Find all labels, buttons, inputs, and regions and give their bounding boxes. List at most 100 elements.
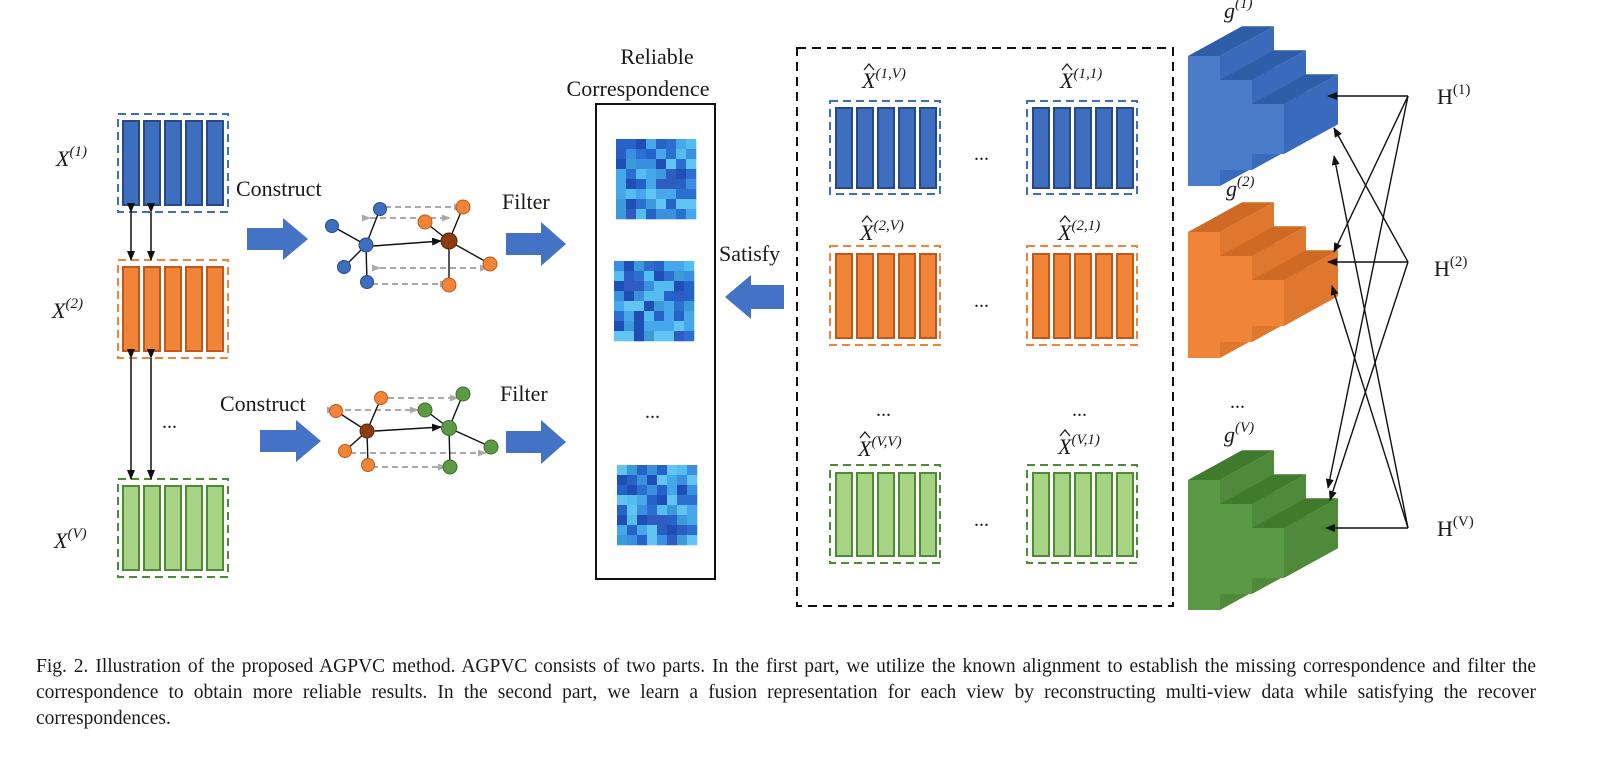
- heatmap-cell: [684, 271, 695, 282]
- decoder-layer-face: [1284, 498, 1338, 578]
- heatmap-cell: [676, 149, 687, 160]
- heatmap-cell: [687, 465, 698, 476]
- heatmap-cell: [654, 311, 665, 322]
- heatmap-cell: [627, 475, 638, 486]
- heatmap-cell: [616, 179, 627, 190]
- heatmap-cell: [614, 281, 625, 292]
- heatmap-cell: [646, 149, 657, 160]
- heatmap-cell: [667, 485, 678, 496]
- heatmap-cell: [667, 525, 678, 536]
- recon-block-2-v: [829, 245, 941, 346]
- heatmap-cell: [684, 331, 695, 342]
- heatmap-cell: [656, 199, 667, 210]
- latent-h2-label: H(2): [1434, 254, 1467, 281]
- decoder-layer-face: [1220, 504, 1252, 594]
- decoder-layer-face: [1252, 104, 1284, 154]
- decoder-ellipsis: ...: [1230, 391, 1245, 413]
- heatmap-cell: [636, 169, 647, 180]
- latent-arrows: [1325, 92, 1409, 532]
- recon-row1-ellipsis: ...: [974, 143, 989, 165]
- heatmap-cell: [646, 179, 657, 190]
- decoder-stack-v: [1188, 450, 1338, 610]
- heatmap-cell: [684, 281, 695, 292]
- heatmap-cell: [614, 311, 625, 322]
- decoder-layer-face: [1220, 226, 1306, 256]
- figure-caption: Fig. 2. Illustration of the proposed AGP…: [36, 656, 1536, 729]
- heatmap-cell: [664, 271, 675, 282]
- heatmap-cell: [666, 189, 677, 200]
- heatmap-cell: [686, 189, 697, 200]
- heatmap-cell: [667, 515, 678, 526]
- heatmap-cell: [654, 261, 665, 272]
- heatmap-cell: [654, 271, 665, 282]
- heatmap-cell: [654, 331, 665, 342]
- heatmap-cell: [634, 301, 645, 312]
- heatmap-cell: [624, 311, 635, 322]
- heatmap-cell: [667, 475, 678, 486]
- heatmap-cell: [614, 271, 625, 282]
- heatmap-cell: [684, 261, 695, 272]
- heatmap-cell: [664, 281, 675, 292]
- graph-bottom: [327, 386, 499, 475]
- alignment-arrows: [127, 203, 155, 480]
- heatmap-cell: [644, 331, 655, 342]
- heatmap-cell: [677, 465, 688, 476]
- heatmap-cell: [637, 485, 648, 496]
- heatmap-cell: [627, 535, 638, 546]
- heatmap-cell: [624, 331, 635, 342]
- heatmap-cell: [674, 311, 685, 322]
- decoder-layer-face: [1252, 528, 1284, 578]
- heatmap-cell: [617, 495, 628, 506]
- heatmap-cell: [637, 525, 648, 536]
- heatmap-cell: [657, 495, 668, 506]
- heatmap-cell: [654, 321, 665, 332]
- heatmap-cell: [634, 291, 645, 302]
- heatmap-cell: [677, 515, 688, 526]
- heatmap-cell: [634, 271, 645, 282]
- heatmap-cell: [637, 475, 648, 486]
- heatmap-cell: [687, 475, 698, 486]
- heatmap-cell: [637, 505, 648, 516]
- heatmap-cell: [674, 291, 685, 302]
- heatmap-cell: [646, 199, 657, 210]
- heatmap-cell: [636, 189, 647, 200]
- construct-label-bottom: Construct: [220, 391, 306, 416]
- heatmap-cell: [677, 475, 688, 486]
- heatmap-cell: [647, 485, 658, 496]
- heatmap-cell: [687, 535, 698, 546]
- heatmap-cell: [637, 465, 648, 476]
- svg-text:X(V,1): X(V,1): [1057, 432, 1100, 459]
- heatmap-cell: [666, 199, 677, 210]
- heatmap-cell: [656, 189, 667, 200]
- recon-block-v-v: [829, 464, 941, 564]
- heatmap-cell: [624, 301, 635, 312]
- heatmap-cell: [634, 331, 645, 342]
- heatmap-cell: [646, 169, 657, 180]
- heatmap-cell: [646, 159, 657, 170]
- heatmap-cell: [627, 485, 638, 496]
- decoder-layer-face: [1188, 202, 1274, 232]
- heatmap-cell: [627, 465, 638, 476]
- heatmap-cell: [656, 209, 667, 220]
- decoder-layer-face: [1188, 232, 1220, 358]
- heatmap-cell: [634, 311, 645, 322]
- decoder-layer-face: [1284, 74, 1338, 154]
- decoder-2-label: g(2): [1226, 174, 1255, 201]
- heatmap-cell: [644, 311, 655, 322]
- heatmap-cell: [664, 261, 675, 272]
- heatmap-cell: [614, 321, 625, 332]
- heatmap-cell: [647, 505, 658, 516]
- heatmap-cell: [647, 475, 658, 486]
- recon-block-2-1: [1026, 245, 1138, 346]
- recon-label-v-v: X(V,V): [857, 430, 902, 461]
- recon-label-2-v: X(2,V): [859, 214, 904, 245]
- heatmap-cell: [626, 169, 637, 180]
- heatmap-cell: [617, 535, 628, 546]
- heatmap-cell: [647, 535, 658, 546]
- heatmap-cell: [677, 485, 688, 496]
- construct-label-top: Construct: [236, 176, 322, 201]
- heatmap-cell: [627, 525, 638, 536]
- heatmap-cell: [654, 291, 665, 302]
- heatmap-cell: [616, 149, 627, 160]
- recon-rowv-ellipsis: ...: [974, 509, 989, 531]
